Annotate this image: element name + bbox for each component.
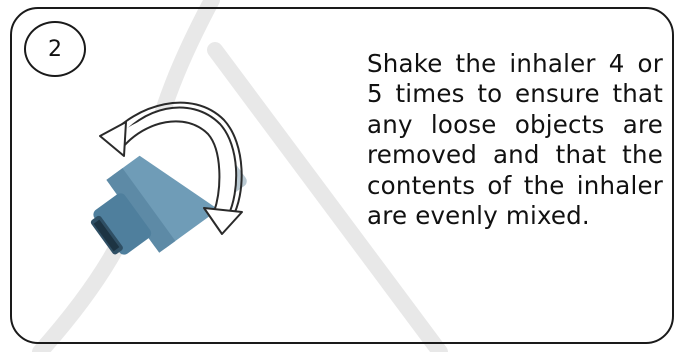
inhaler-shake-icon bbox=[80, 96, 260, 266]
instruction-text: Shake the inhaler 4 or 5 times to ensure… bbox=[367, 49, 663, 231]
step-number-badge: 2 bbox=[24, 21, 86, 77]
